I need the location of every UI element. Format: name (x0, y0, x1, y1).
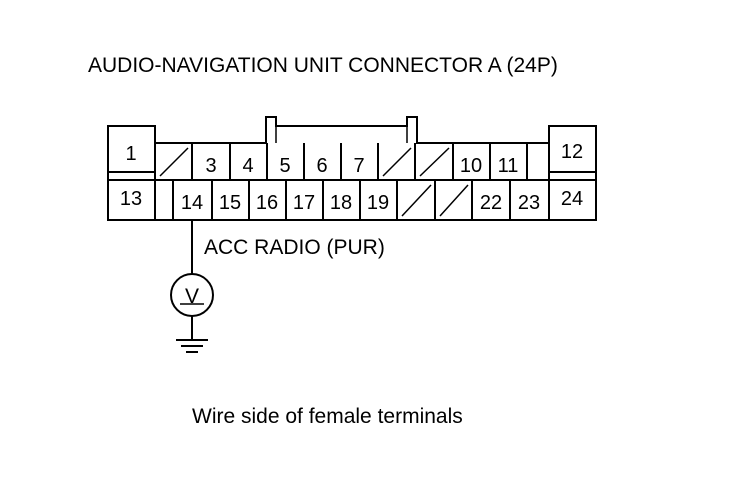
meter-symbol: V (185, 285, 199, 308)
pin-15: 15 (219, 192, 241, 214)
pin-7: 7 (353, 155, 364, 177)
pin-1: 1 (125, 143, 136, 165)
pin-16: 16 (256, 192, 278, 214)
pin-14: 14 (181, 192, 203, 214)
wire-label: ACC RADIO (PUR) (204, 236, 385, 259)
pin-labels: 1 3 4 5 6 7 10 11 12 13 14 15 16 17 18 1… (120, 141, 583, 214)
pin-24: 24 (561, 188, 583, 210)
unused-cavity-2 (159, 147, 189, 177)
pin-5: 5 (279, 155, 290, 177)
pin-10: 10 (460, 155, 482, 177)
unused-cavity-20 (401, 184, 432, 217)
unused-cavity-21 (439, 184, 469, 217)
pin-13: 13 (120, 188, 142, 210)
unused-cavity-8 (382, 147, 412, 177)
ground-icon (176, 316, 208, 353)
connector-body (107, 116, 597, 221)
pin-6: 6 (316, 155, 327, 177)
voltmeter-icon: V (170, 273, 214, 317)
pin-12: 12 (561, 141, 583, 163)
pin-18: 18 (330, 192, 352, 214)
unused-cavity-9 (419, 147, 450, 177)
pin-22: 22 (480, 192, 502, 214)
pin-17: 17 (293, 192, 315, 214)
diagram-title: AUDIO-NAVIGATION UNIT CONNECTOR A (24P) (88, 54, 558, 77)
pin-11: 11 (498, 155, 519, 177)
pin-19: 19 (367, 192, 389, 214)
pin-23: 23 (518, 192, 540, 214)
pin-4: 4 (242, 155, 253, 177)
pin-3: 3 (205, 155, 216, 177)
caption: Wire side of female terminals (192, 405, 463, 428)
